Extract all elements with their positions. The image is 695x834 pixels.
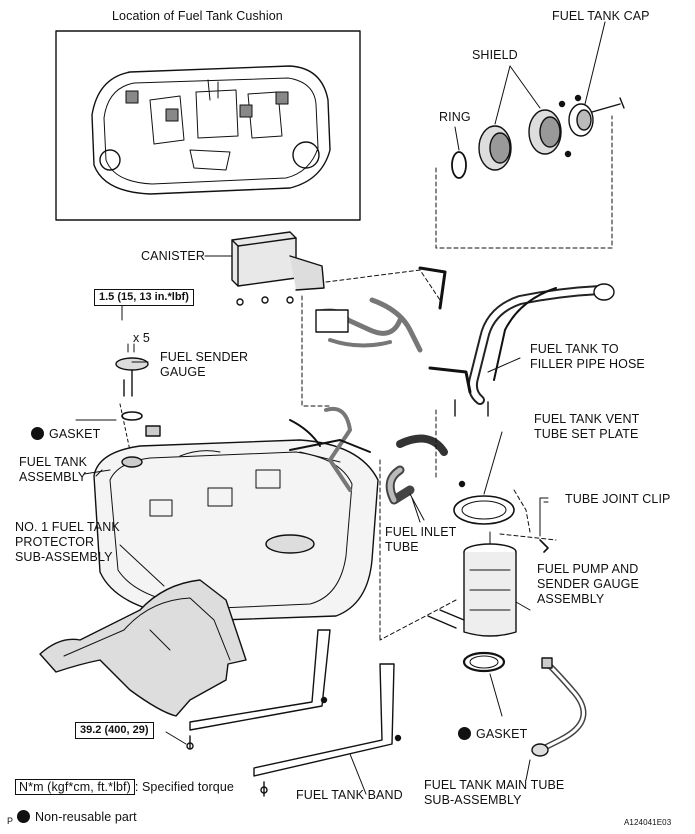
nonreusable-legend-icon <box>17 810 30 823</box>
nonreusable-marker-icon <box>31 427 44 440</box>
torque-box-sender-gauge: 1.5 (15, 13 in.*lbf) <box>94 289 194 306</box>
legend-torque: N*m (kgf*cm, ft.*lbf): Specified torque <box>15 765 234 795</box>
label-shield: SHIELD <box>472 48 518 62</box>
fuel-pump-part <box>379 531 517 641</box>
label-fuel-tank-vent-tube-set-plate: FUEL TANK VENT TUBE SET PLATE <box>534 412 640 441</box>
label-fuel-sender-gauge: FUEL SENDER GAUGE <box>160 350 249 379</box>
label-gasket-bottom: GASKET <box>458 712 527 742</box>
nonreusable-marker-icon <box>458 727 471 740</box>
label-fuel-pump-sender: FUEL PUMP AND SENDER GAUGE ASSEMBLY <box>537 562 639 606</box>
vent-hoses <box>315 266 447 353</box>
vent-tube-set-plate-part <box>453 431 515 525</box>
legend-torque-desc: : Specified torque <box>134 780 234 794</box>
gasket-top-text: GASKET <box>49 427 101 441</box>
inset-title: Location of Fuel Tank Cushion <box>112 9 283 23</box>
shield-parts <box>478 65 582 171</box>
label-no1-protector: NO. 1 FUEL TANK PROTECTOR SUB-ASSEMBLY <box>15 520 120 564</box>
tank-protector-part <box>39 544 247 717</box>
label-fuel-tank-band: FUEL TANK BAND <box>296 788 403 802</box>
pump-gasket-part <box>462 651 506 717</box>
label-fuel-inlet-tube: FUEL INLET TUBE <box>385 525 457 554</box>
label-fuel-tank-cap: FUEL TANK CAP <box>552 9 650 23</box>
label-gasket-top: GASKET <box>31 412 100 442</box>
main-tube-part <box>525 657 587 781</box>
cap-guide-line <box>435 115 613 249</box>
label-fuel-tank-to-filler-pipe-hose: FUEL TANK TO FILLER PIPE HOSE <box>530 342 645 371</box>
leader-lines <box>75 357 549 745</box>
tube-joint-clip-part <box>539 497 549 553</box>
label-qty-x5: x 5 <box>133 331 150 345</box>
legend-nonreusable: Non-reusable part <box>17 795 137 825</box>
ring-part <box>451 126 467 179</box>
filler-pipe <box>428 283 615 417</box>
legend-torque-unit: N*m (kgf*cm, ft.*lbf) <box>15 779 135 795</box>
gasket-bottom-text: GASKET <box>476 727 528 741</box>
label-tube-joint-clip: TUBE JOINT CLIP <box>565 492 671 506</box>
label-canister: CANISTER <box>141 249 206 263</box>
inset-tank-view <box>55 30 361 221</box>
label-fuel-tank-assembly: FUEL TANK ASSEMBLY <box>19 455 88 484</box>
label-ring: RING <box>439 110 471 124</box>
assembly-guide-lines <box>301 295 557 641</box>
canister-part <box>204 231 441 306</box>
footer-left-mark: P <box>7 816 14 826</box>
legend-nonreusable-text: Non-reusable part <box>35 810 137 824</box>
fuel-inlet-tube-part <box>289 407 448 521</box>
fuel-tank-bands <box>186 629 402 797</box>
fuel-tank-cap-part <box>568 21 625 137</box>
torque-box-band: 39.2 (400, 29) <box>75 722 154 739</box>
figure-id: A124041E03 <box>624 818 672 827</box>
fuel-sender-gauge-part <box>115 303 161 461</box>
label-fuel-tank-main-tube: FUEL TANK MAIN TUBE SUB-ASSEMBLY <box>424 778 565 807</box>
fuel-tank-body <box>93 439 379 621</box>
